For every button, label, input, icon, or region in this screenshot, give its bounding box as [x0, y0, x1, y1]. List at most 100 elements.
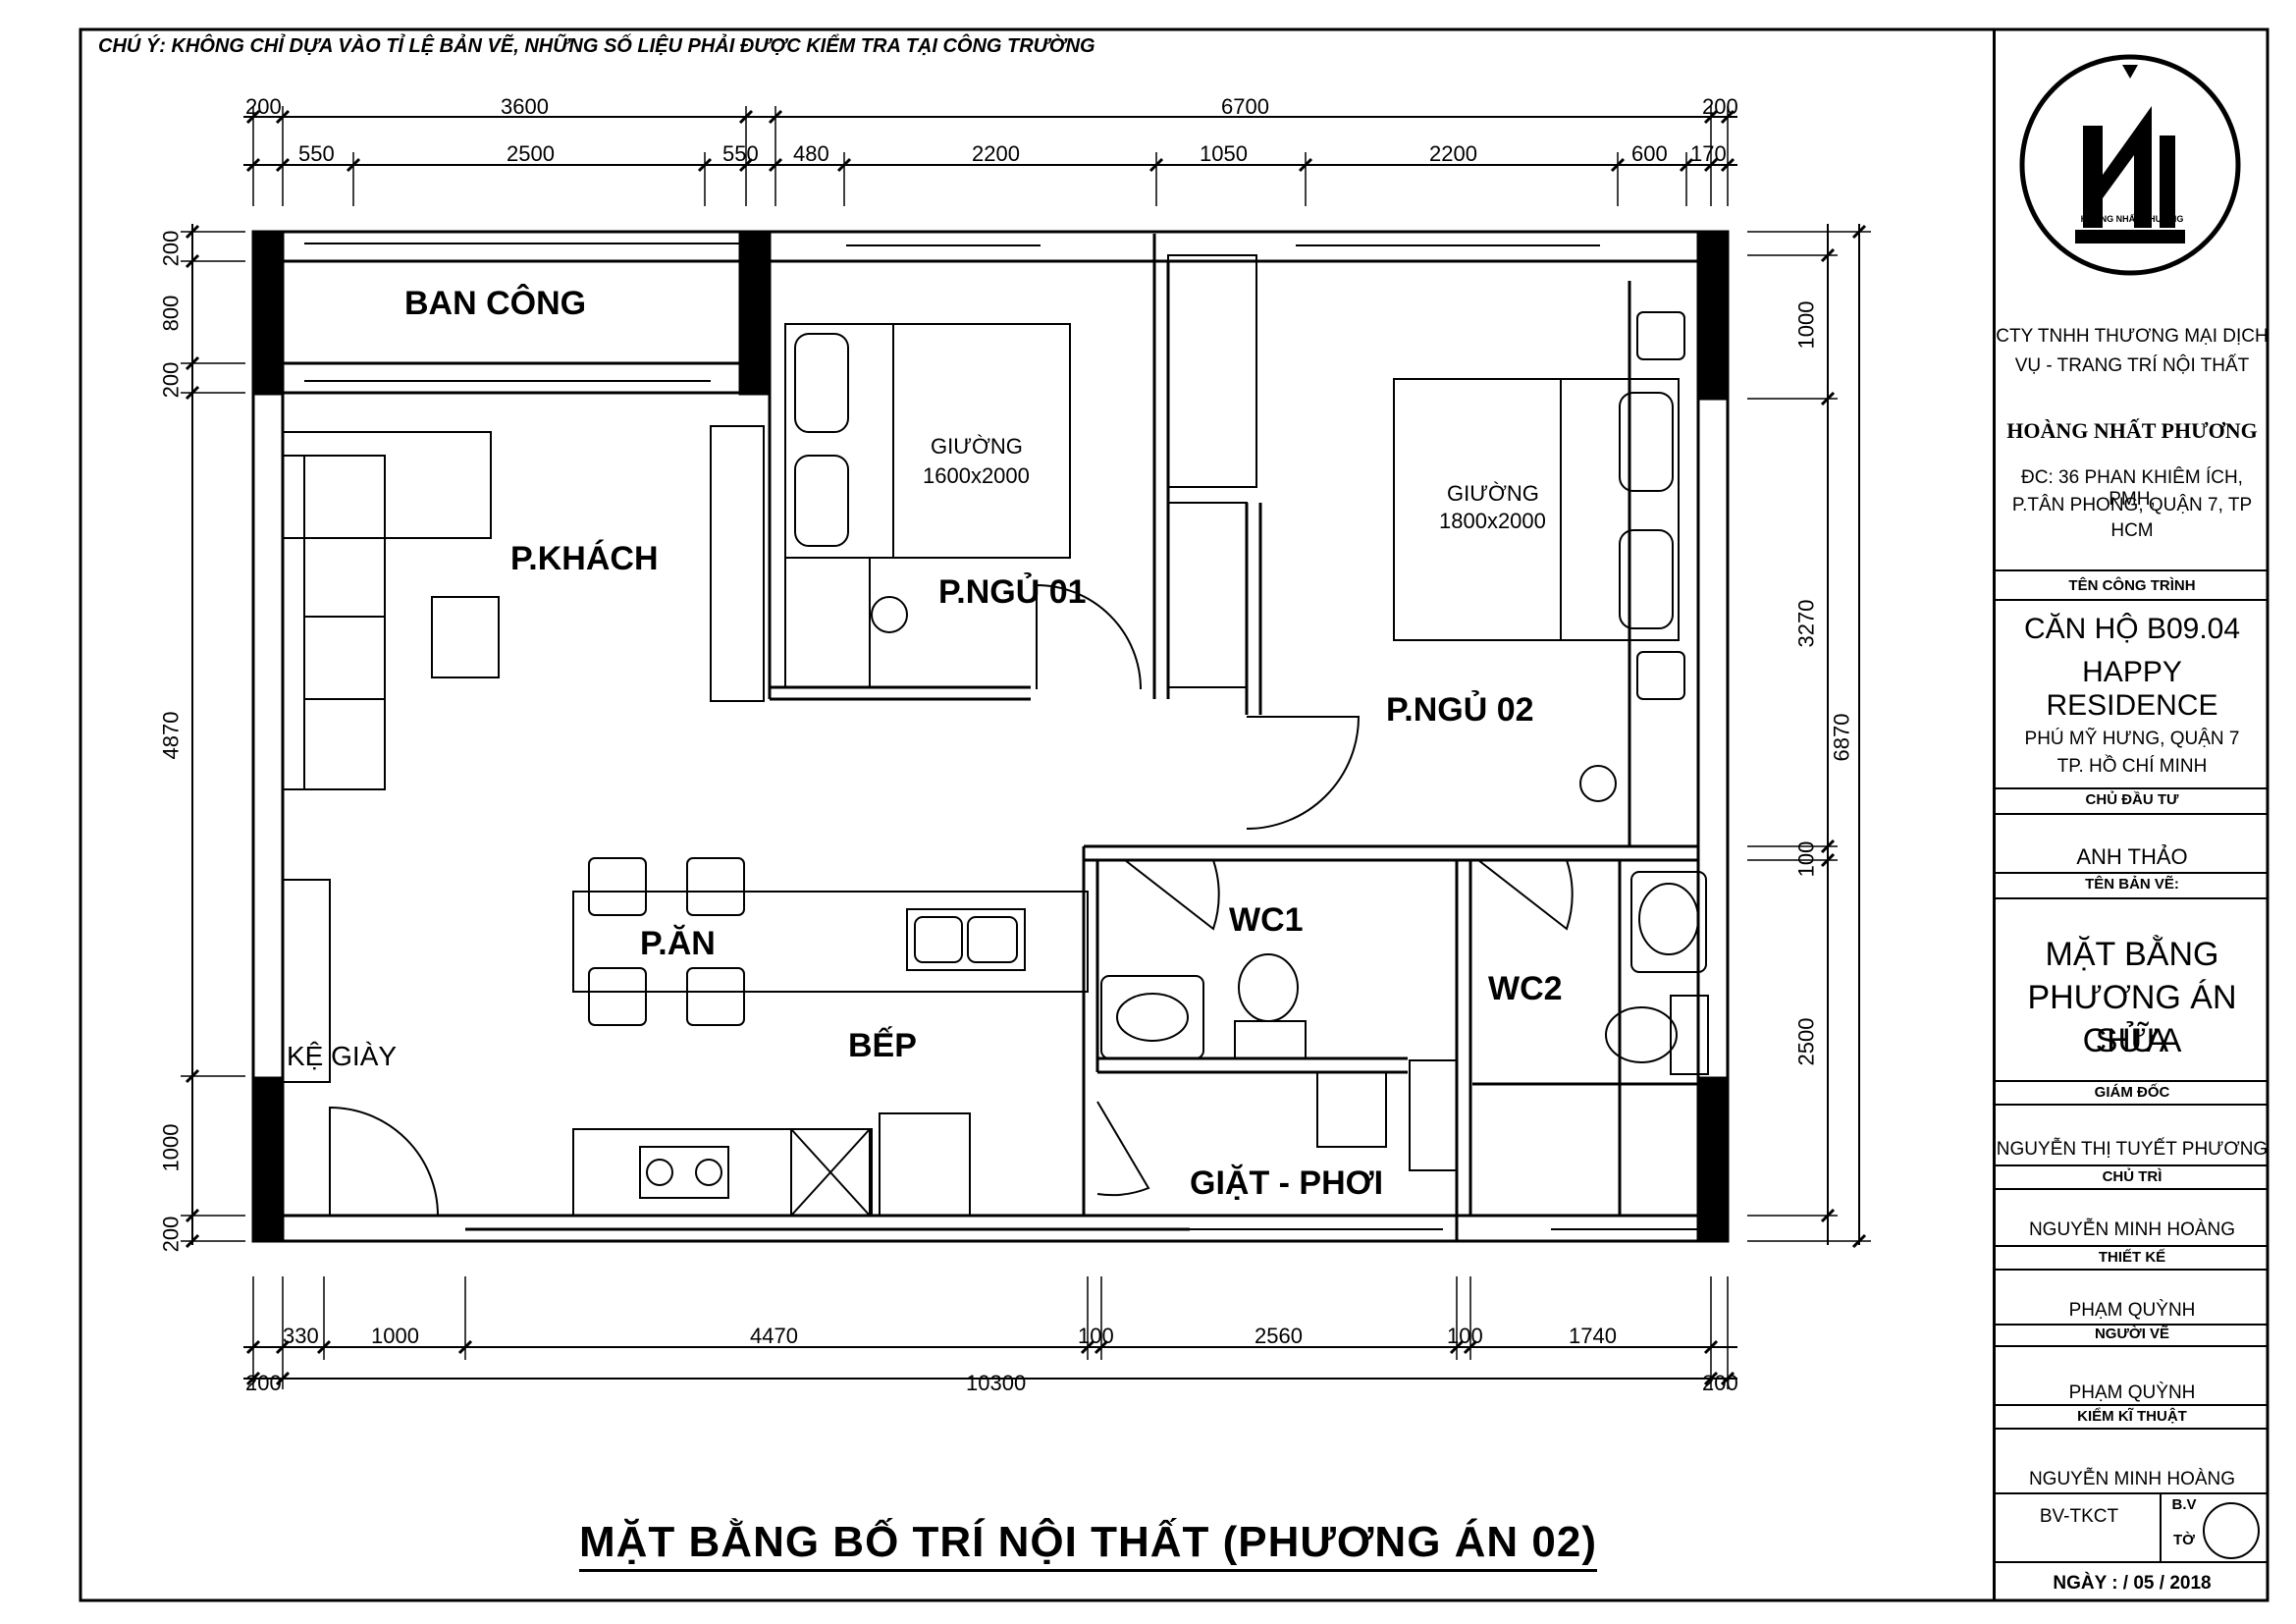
wc1-basin — [1100, 975, 1204, 1059]
dim-right-1-3: 2500 — [1793, 1017, 1819, 1066]
logo-caption: HOÀNG NHẤT PHƯƠNG — [2080, 214, 2184, 224]
dim-right-2: 6870 — [1829, 713, 1854, 762]
address-line-2: P.TÂN PHONG, QUẬN 7, TP — [2011, 495, 2253, 515]
checker-name: NGUYỄN MINH HOÀNG — [2028, 1469, 2236, 1489]
chair — [588, 857, 647, 916]
address-line-1: ĐC: 36 PHAN KHIÊM ÍCH, PMH, — [2021, 467, 2243, 510]
drawing-label: TÊN BẢN VẼ: — [2085, 876, 2179, 893]
sheet-number-box — [2160, 1492, 2201, 1561]
room-label-giat-phoi: GIẶT - PHƠI — [1190, 1164, 1384, 1202]
stove-counter — [572, 1128, 873, 1217]
dim-top-2-7: 600 — [1631, 141, 1668, 166]
dim-top-2-3: 480 — [793, 141, 829, 166]
room-label-p-an: P.ĂN — [640, 925, 716, 962]
furniture — [282, 254, 1709, 1217]
room-label-bep: BẾP — [848, 1027, 917, 1064]
dim-bottom-2-1: 10300 — [966, 1371, 1027, 1395]
dim-top-1-2: 6700 — [1221, 94, 1269, 119]
director-name: NGUYỄN THỊ TUYẾT PHƯƠNG — [1996, 1139, 2269, 1160]
walls — [251, 230, 1730, 1243]
address-line-3: HCM — [2110, 520, 2154, 541]
dim-top-1-0: 200 — [245, 94, 282, 119]
stove — [639, 1146, 729, 1199]
dim-bottom-1-1: 1000 — [371, 1324, 419, 1348]
disclaimer-note: CHÚ Ý: KHÔNG CHỈ DỰA VÀO TỈ LỆ BẢN VẼ, N… — [98, 35, 1095, 57]
dim-top-2-1: 2500 — [507, 141, 555, 166]
door-wc2 — [1477, 859, 1574, 931]
windows — [304, 231, 1698, 1230]
title-block: HOÀNG NHẤT PHƯƠNG CTY TNHH THƯƠNG MẠI DỊ… — [1993, 29, 2269, 1600]
shoe-rack — [282, 879, 331, 1083]
dim-bottom-2-2: 200 — [1702, 1371, 1738, 1395]
sheet-number-circle — [2203, 1502, 2260, 1559]
washing-machine — [1316, 1071, 1387, 1148]
dim-bottom-1-5: 100 — [1447, 1324, 1483, 1348]
door-bedroom-2 — [1246, 716, 1361, 830]
kitchen-sink — [906, 908, 1026, 971]
dining-counter — [572, 891, 1089, 993]
drawing-line-1: MẶT BẰNG — [2045, 936, 2219, 973]
project-label: TÊN CÔNG TRÌNH — [2068, 577, 2196, 594]
drafter-label: NGƯỜI VẼ — [2094, 1326, 2170, 1342]
dim-right-1-1: 3270 — [1793, 599, 1819, 648]
dim-right-1-0: 1000 — [1793, 300, 1819, 350]
location-line-2: TP. HỒ CHÍ MINH — [2056, 756, 2208, 777]
dim-top-2-6: 2200 — [1429, 141, 1477, 166]
dim-left-0: 200 — [158, 230, 184, 267]
dim-top-2-5: 1050 — [1200, 141, 1248, 166]
to-label: TỜ — [2173, 1532, 2195, 1548]
room-label-p-ngu-02: P.NGỦ 02 — [1386, 691, 1534, 729]
dim-right-1-2: 100 — [1793, 840, 1819, 878]
chair — [686, 967, 745, 1026]
room-label-ke-giay: KỆ GIÀY — [287, 1041, 398, 1071]
wardrobe — [1167, 254, 1257, 488]
dim-left-5: 200 — [158, 1216, 184, 1253]
drawing-code: BV-TKCT — [2039, 1506, 2119, 1527]
drawing-line-2: PHƯƠNG ÁN SỬA — [2027, 979, 2237, 1059]
company-name: HOÀNG NHẤT PHƯƠNG — [2006, 418, 2258, 443]
room-label-p-khach: P.KHÁCH — [510, 540, 659, 577]
door-entry — [329, 1106, 439, 1217]
drawing-line-3: CHỮA — [2082, 1022, 2182, 1059]
dim-top-2-4: 2200 — [972, 141, 1020, 166]
dim-left-2: 200 — [158, 361, 184, 399]
room-label-wc1: WC1 — [1229, 901, 1304, 939]
director-label: GIÁM ĐỐC — [2094, 1084, 2170, 1101]
company-line-2: VỤ - TRANG TRÍ NỘI THẤT — [2014, 355, 2250, 376]
door-laundry — [1096, 1101, 1150, 1197]
door-wc1 — [1124, 859, 1220, 931]
lead-name: NGUYỄN MINH HOÀNG — [2028, 1219, 2236, 1240]
dim-top-2-2: 550 — [722, 141, 759, 166]
dim-left-4: 1000 — [158, 1123, 184, 1172]
design-label: THIẾT KẾ — [2098, 1249, 2166, 1266]
bed-1 — [784, 323, 1071, 559]
wc2-basin — [1630, 871, 1707, 973]
sofa — [282, 455, 386, 790]
project-line-1: CĂN HỘ B09.04 — [2023, 613, 2241, 645]
project-line-2: HAPPY RESIDENCE — [2046, 656, 2218, 722]
drawing-title: MẶT BẰNG BỐ TRÍ NỘI THẤT (PHƯƠNG ÁN 02) — [579, 1518, 1598, 1572]
dim-left-3: 4870 — [158, 711, 184, 760]
investor-label: CHỦ ĐẦU TƯ — [2085, 791, 2179, 808]
fridge — [879, 1112, 971, 1217]
dim-bottom-1-2: 4470 — [750, 1324, 798, 1348]
room-label-p-ngu-01: P.NGỦ 01 — [938, 573, 1087, 611]
bed-1-size: 1600x2000 — [923, 463, 1030, 488]
bed-2-label: GIƯỜNG — [1447, 481, 1539, 506]
bed-1-label: GIƯỜNG — [931, 434, 1023, 459]
dim-top-2-0: 550 — [298, 141, 335, 166]
location-line-1: PHÚ MỸ HƯNG, QUẬN 7 — [2024, 729, 2240, 749]
drafter-name: PHẠM QUỲNH — [2068, 1382, 2196, 1403]
coffee-table — [431, 596, 500, 678]
bed-2-size: 1800x2000 — [1439, 509, 1546, 533]
sofa-back — [282, 431, 492, 539]
chair — [588, 967, 647, 1026]
dim-top-1-3: 200 — [1702, 94, 1738, 119]
bv-label: B.V — [2171, 1496, 2197, 1513]
investor-name: ANH THẢO — [2076, 844, 2188, 869]
dim-left-1: 800 — [158, 295, 184, 332]
wc1-toilet — [1234, 1020, 1307, 1059]
lead-label: CHỦ TRÌ — [2102, 1168, 2163, 1185]
